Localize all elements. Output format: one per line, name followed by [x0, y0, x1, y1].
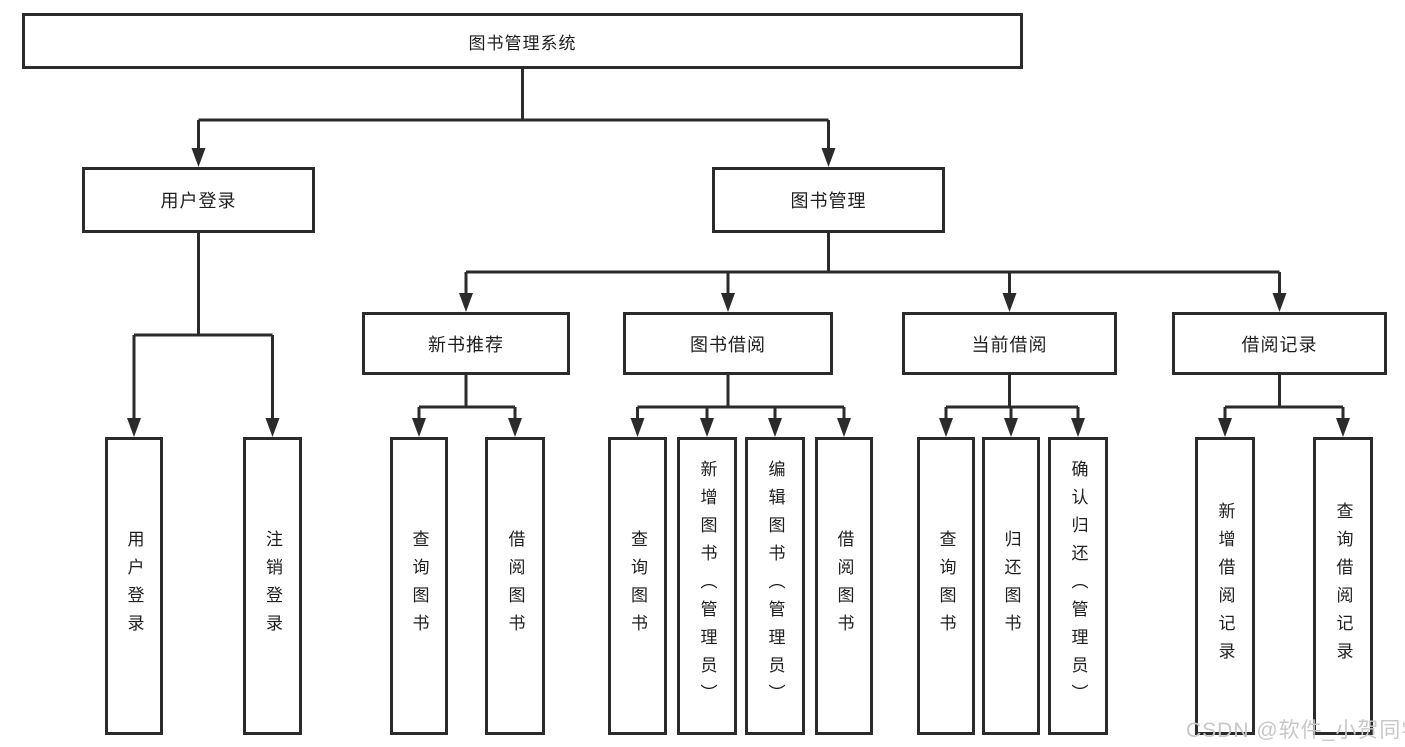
node-user-login-label: 用户登录 [160, 191, 237, 211]
leaf-newbook-borrow-label: 借阅图书 [505, 530, 525, 642]
leaf-user-login: 用户登录 [105, 437, 163, 735]
leaf-query-borrow-record-label: 查询借阅记录 [1333, 502, 1353, 670]
leaf-add-books-admin-label: 新增图书（管理员） [697, 460, 717, 712]
leaf-confirm-return-admin-label: 确认归还（管理员） [1068, 460, 1088, 712]
leaf-newbook-query: 查询图书 [390, 437, 448, 735]
arrowheads [127, 148, 1350, 437]
leaf-return-books-label: 归还图书 [1001, 530, 1021, 642]
leaf-newbook-borrow: 借阅图书 [485, 437, 545, 735]
connector-newbook-to-leaves [417, 375, 517, 419]
connector-bookmgmt-to-level3 [464, 233, 1281, 294]
leaf-add-borrow-record: 新增借阅记录 [1195, 437, 1255, 735]
node-book-management-label: 图书管理 [790, 191, 867, 211]
leaf-query-borrow-record: 查询借阅记录 [1313, 437, 1373, 735]
leaf-logout-label: 注销登录 [263, 530, 282, 642]
leaf-current-query-books: 查询图书 [917, 437, 975, 735]
connector-root-to-level2 [197, 69, 830, 149]
leaf-add-books-admin: 新增图书（管理员） [677, 437, 737, 735]
node-new-book-recommend-label: 新书推荐 [428, 334, 504, 355]
leaf-borrow-books-label: 借阅图书 [834, 530, 854, 642]
leaf-borrow-query-books-label: 查询图书 [628, 530, 647, 642]
leaf-current-query-books-label: 查询图书 [936, 530, 956, 642]
node-book-management: 图书管理 [712, 167, 945, 233]
leaf-newbook-query-label: 查询图书 [409, 530, 429, 642]
leaf-add-borrow-record-label: 新增借阅记录 [1215, 502, 1235, 670]
connector-bookborrow-to-leaves [636, 375, 846, 419]
leaf-borrow-books: 借阅图书 [815, 437, 873, 735]
leaf-edit-books-admin-label: 编辑图书（管理员） [765, 460, 785, 712]
connector-borrowrecord-to-leaves [1223, 375, 1345, 419]
node-book-borrowing: 图书借阅 [623, 312, 833, 375]
leaf-return-books: 归还图书 [982, 437, 1040, 735]
node-book-borrowing-label: 图书借阅 [690, 334, 766, 355]
node-current-borrowing-label: 当前借阅 [971, 334, 1048, 355]
leaf-user-login-label: 用户登录 [124, 530, 144, 642]
leaf-logout: 注销登录 [243, 437, 302, 735]
node-root-system-label: 图书管理系统 [468, 33, 577, 53]
leaf-edit-books-admin: 编辑图书（管理员） [745, 437, 805, 735]
node-borrowing-records: 借阅记录 [1172, 312, 1387, 375]
node-borrowing-records-label: 借阅记录 [1241, 334, 1318, 355]
node-current-borrowing: 当前借阅 [902, 312, 1117, 375]
connector-currentborrow-to-leaves [944, 375, 1080, 419]
node-new-book-recommend: 新书推荐 [362, 312, 570, 375]
leaf-confirm-return-admin: 确认归还（管理员） [1048, 437, 1108, 735]
node-user-login: 用户登录 [82, 167, 315, 233]
connector-userlogin-to-leaves [132, 233, 274, 419]
csdn-watermark: CSDN @软件_小贺同学 [1186, 719, 1405, 742]
node-root-system: 图书管理系统 [22, 13, 1023, 69]
leaf-borrow-query-books: 查询图书 [608, 437, 667, 735]
